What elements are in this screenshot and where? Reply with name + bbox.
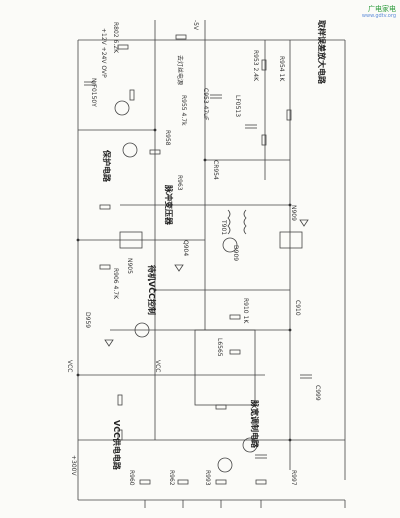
label-tube-heater: 去灯丝电源 xyxy=(176,55,183,86)
label-minus5v: -5V xyxy=(192,20,199,31)
label-r910: R910 1K xyxy=(242,298,249,324)
label-supply-plus12v: +12V +24V OVP xyxy=(100,28,107,78)
label-t901: T901 xyxy=(220,220,227,236)
label-r802: R802 6.2K xyxy=(112,22,119,54)
label-pwm-feedback: 脉宽调制电路 xyxy=(250,400,259,448)
label-c910: C910 xyxy=(294,300,301,316)
watermark-url: www.gdtv.org xyxy=(361,13,396,19)
label-vcc-pin: VCC xyxy=(66,360,73,373)
label-r993: R993 xyxy=(204,470,211,486)
label-d909: D909 xyxy=(232,245,239,262)
label-sampling-amp: 取样误差放大电路 xyxy=(317,20,326,84)
label-r997: R997 xyxy=(290,470,297,486)
label-r960: R960 xyxy=(128,470,135,486)
label-ovp-transistor: N/F0150Y xyxy=(90,78,97,107)
label-ic-l6565: L6565 xyxy=(216,338,223,357)
label-r954: R954 1K xyxy=(278,56,285,82)
label-r953: R953 2.4K xyxy=(252,50,259,82)
label-n905: N905 xyxy=(126,258,133,274)
label-c999: C999 xyxy=(314,385,321,401)
label-cr954: CR954 xyxy=(212,160,219,180)
label-protect-circuit: 保护电路 xyxy=(102,150,111,182)
label-pulse-regulator: 脉冲变压器 xyxy=(164,185,173,225)
label-r955: R955 4.7k xyxy=(180,95,187,126)
label-vcc-control: 待机VCC控制 xyxy=(147,265,156,315)
label-q904: Q904 xyxy=(182,240,189,257)
label-vcc: VCC xyxy=(154,360,161,373)
label-n909: N909 xyxy=(290,205,297,221)
watermark-logo: 广电家电 xyxy=(368,5,396,13)
label-r962: R962 xyxy=(168,470,175,486)
label-minus300v: +300V xyxy=(70,455,77,476)
label-vcc-start: VCC供电电路 xyxy=(112,420,121,470)
label-r906: R906 4.7K xyxy=(112,268,119,300)
label-d959: D959 xyxy=(84,312,91,329)
label-r958: R958 xyxy=(164,130,171,146)
label-lf0513: LF0513 xyxy=(234,95,241,118)
label-r963: R963 xyxy=(176,175,183,191)
label-c953: C953 47uF xyxy=(202,88,209,121)
